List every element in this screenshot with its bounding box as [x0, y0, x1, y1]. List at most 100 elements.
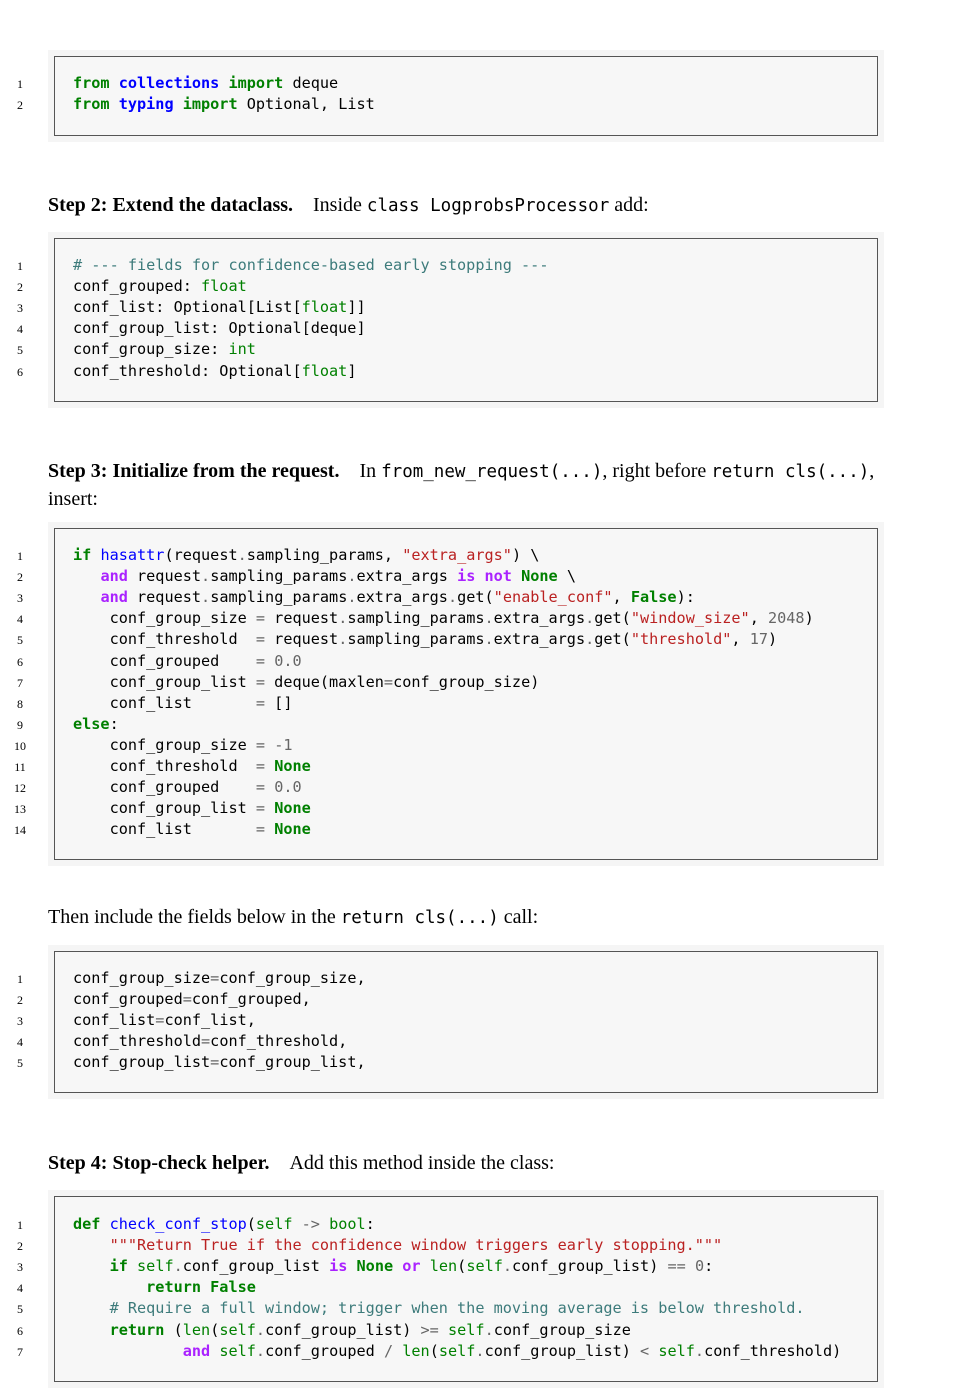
code-token: deque: [283, 74, 339, 92]
line-number: 1: [17, 259, 23, 273]
code-token: .: [347, 567, 357, 586]
code-token: .: [201, 567, 211, 586]
code-token: if: [109, 1257, 128, 1276]
code-token: collections: [109, 74, 220, 92]
code-token: conf_group_size,: [219, 969, 366, 987]
code-token: return False: [146, 1278, 256, 1297]
step-2-text-1: Inside: [313, 194, 367, 216]
code-token: [265, 757, 274, 775]
code-token: # Require a full window; trigger when th…: [109, 1299, 805, 1318]
code-token: typing: [109, 95, 174, 114]
code-line: conf_grouped = 0.0: [73, 651, 302, 672]
code-token: len: [429, 1257, 458, 1276]
code-token: conf_group_list): [484, 1341, 641, 1360]
step-2-paragraph: Step 2: Extend the dataclass. Inside cla…: [48, 192, 898, 220]
code-token: "window_size": [630, 609, 750, 628]
code-token: conf_list: [73, 820, 256, 839]
code-token: conf_list,: [164, 1011, 256, 1030]
code-token: [347, 1257, 356, 1275]
code-token: bool: [329, 1215, 366, 1233]
line-number: 13: [14, 802, 26, 817]
code-token: (: [210, 1320, 220, 1339]
code-token: =: [255, 820, 266, 839]
code-token: .: [255, 1320, 266, 1339]
code-token: (: [429, 1341, 439, 1360]
code-token: [265, 778, 274, 796]
code-token: None: [356, 1257, 394, 1276]
code-line: def check_conf_stop(self -> bool:: [73, 1214, 375, 1235]
code-token: (: [457, 1257, 467, 1276]
code-token: =: [255, 778, 266, 797]
code-line: conf_group_list = None: [73, 798, 311, 819]
code-token: conf_group_size:: [73, 340, 229, 359]
code-token: conf_group_size): [393, 672, 540, 691]
code-token: .: [447, 588, 458, 607]
line-number: 14: [14, 823, 26, 838]
step-3-code-2: return cls(...): [711, 462, 870, 482]
code-token: extra_args: [356, 567, 458, 586]
code-token: [512, 567, 521, 585]
code-token: 2048: [768, 609, 805, 628]
code-token: =: [210, 969, 220, 987]
code-token: float: [201, 277, 247, 296]
line-number: 10: [14, 738, 26, 753]
code-block-imports: [48, 50, 884, 142]
step-2-code: class LogprobsProcessor: [366, 196, 610, 216]
code-line: conf_grouped: float: [73, 276, 247, 297]
line-number: 1: [17, 549, 23, 563]
code-token: "threshold": [630, 630, 732, 649]
code-token: =: [255, 651, 266, 670]
line-number: 11: [14, 760, 26, 774]
line-number: 3: [17, 591, 23, 606]
code-token: conf_group_list: [73, 1053, 211, 1072]
code-token: ):: [676, 588, 695, 607]
code-token: =: [201, 1032, 211, 1051]
code-token: .: [484, 1320, 494, 1339]
code-token: .: [255, 1341, 266, 1360]
line-number: 9: [17, 717, 23, 732]
code-token: import: [173, 95, 238, 114]
code-token: len: [182, 1320, 211, 1339]
code-token: sampling_params: [347, 609, 485, 628]
code-token: len: [402, 1341, 430, 1360]
code-line: and request.sampling_params.extra_args.g…: [73, 587, 695, 608]
code-line: from collections import deque: [73, 73, 338, 94]
code-token: request: [127, 567, 202, 586]
code-token: ,: [749, 609, 768, 628]
code-token: self: [438, 1341, 476, 1360]
code-token: hasattr: [91, 546, 165, 564]
code-line: conf_grouped=conf_grouped,: [73, 989, 311, 1010]
code-token: []: [265, 693, 293, 712]
code-token: import: [219, 74, 284, 92]
code-token: 0: [694, 1257, 705, 1276]
code-token: (request: [164, 546, 238, 564]
code-token: conf_threshold: [73, 630, 256, 649]
step-4-paragraph: Step 4: Stop-check helper. Add this meth…: [48, 1150, 898, 1177]
code-token: (: [246, 1215, 256, 1233]
line-number: 7: [17, 675, 23, 690]
code-token: 0.0: [274, 778, 302, 797]
code-token: conf_list: [73, 693, 256, 712]
line-number: 3: [17, 1260, 23, 1275]
line-number: 8: [17, 696, 23, 711]
code-token: =: [182, 990, 192, 1009]
code-token: else: [73, 714, 110, 733]
code-token: =: [255, 735, 266, 754]
code-token: .: [173, 1257, 183, 1276]
code-token: [320, 1215, 329, 1233]
code-line: # --- fields for confidence-based early …: [73, 255, 548, 276]
step-3-paragraph: Step 3: Initialize from the request. In …: [48, 458, 898, 513]
code-token: [73, 1321, 110, 1339]
line-number: 5: [17, 1302, 23, 1317]
code-line: conf_threshold: Optional[float]: [73, 361, 356, 382]
code-token: >=: [420, 1320, 439, 1339]
code-token: =: [255, 672, 266, 691]
code-block-init: [48, 522, 884, 866]
line-number: 5: [17, 343, 23, 358]
code-token: conf_group_size: [493, 1320, 631, 1339]
code-token: ,: [731, 630, 750, 649]
code-token: self: [255, 1215, 293, 1233]
code-token: [265, 736, 274, 754]
line-number: 2: [17, 280, 23, 295]
code-token: def: [73, 1215, 101, 1233]
